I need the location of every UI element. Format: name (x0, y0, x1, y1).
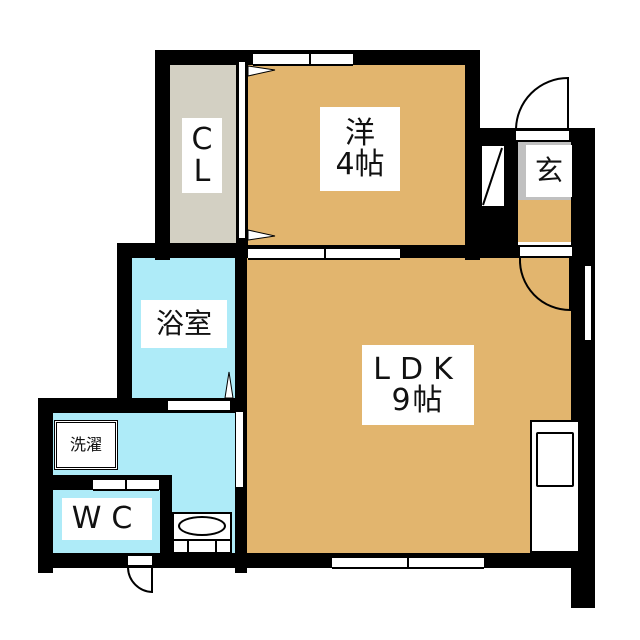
basin-bowl-icon (178, 516, 226, 536)
wall (117, 243, 132, 413)
western-room-label-line2: 4帖 (335, 147, 385, 182)
entrance-door-opening[interactable] (516, 131, 569, 140)
entrance-label-text: 玄 (534, 154, 563, 188)
closet-label-line2: L (193, 153, 211, 189)
toilet-label-text: WC (71, 501, 143, 537)
wall (117, 243, 247, 258)
window-washroom[interactable] (236, 412, 243, 487)
ldk-label: LDK 9帖 (362, 345, 474, 425)
western-room-label-line1: 洋 (345, 115, 375, 151)
wall (235, 243, 247, 573)
wall (465, 50, 480, 260)
entrance-ldk-door-opening[interactable] (520, 247, 572, 256)
ldk-label-line2: 9帖 (391, 383, 445, 418)
bathroom-label-text: 浴室 (155, 307, 212, 341)
closet-label: C L (182, 118, 222, 193)
window-western-top[interactable] (253, 52, 353, 66)
wall (38, 398, 53, 573)
ldk-label-line1: LDK (373, 351, 463, 387)
wall (155, 50, 170, 260)
closet-label-line1: C (191, 122, 213, 157)
toilet-door-opening[interactable] (128, 556, 152, 565)
kitchen-sink (536, 432, 574, 487)
window-ldk-right[interactable] (585, 266, 591, 340)
wall (160, 475, 172, 555)
western-room-label: 洋 4帖 (320, 107, 400, 191)
entrance-label: 玄 (526, 145, 572, 197)
bathroom-door-opening[interactable] (168, 401, 230, 410)
washing-machine-label: 洗濯 (60, 428, 112, 462)
washing-machine-label-text: 洗濯 (69, 434, 102, 454)
closet-door[interactable] (239, 62, 245, 238)
toilet-label: WC (62, 498, 152, 540)
entrance-step-floor (518, 200, 571, 242)
bathroom-label: 浴室 (141, 300, 227, 348)
